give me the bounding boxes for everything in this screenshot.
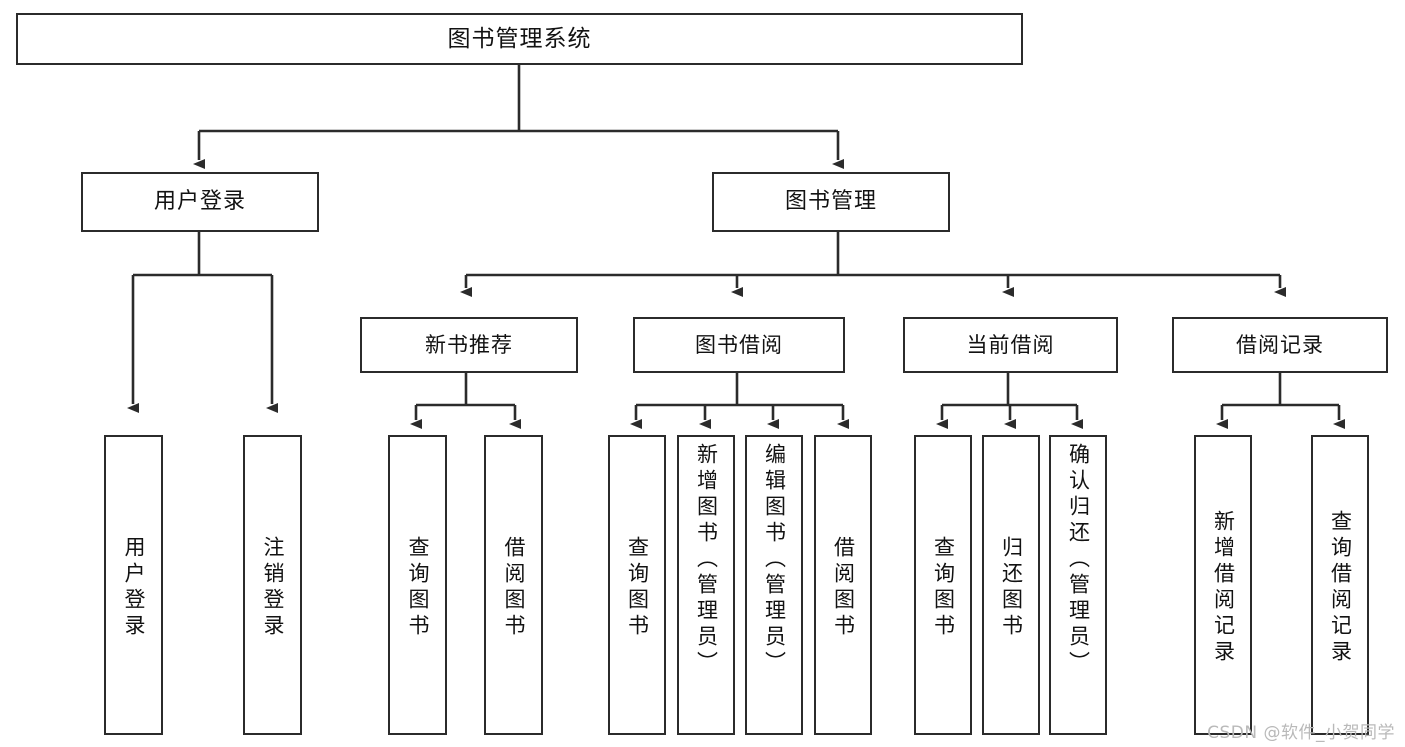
watermark: CSDN @软件_小贺同学 [1207,723,1395,743]
leaf-add-record-label: 新增借阅记录 [1211,510,1236,666]
leaf-query-book-1-label: 查询图书 [406,536,430,640]
node-current-borrow-label: 当前借阅 [966,332,1055,357]
leaf-query-record-label: 查询借阅记录 [1328,510,1353,666]
node-root[interactable]: 图书管理系统 [16,13,1023,65]
leaf-add-book[interactable]: 新增图书（管理员） [677,435,735,735]
leaf-return-book-label: 归还图书 [999,536,1024,640]
node-book-borrow[interactable]: 图书借阅 [633,317,845,373]
leaf-query-book-3-label: 查询图书 [931,536,956,640]
node-new-book-rec[interactable]: 新书推荐 [360,317,578,373]
leaf-query-book-2-label: 查询图书 [625,536,650,640]
node-borrow-record[interactable]: 借阅记录 [1172,317,1388,373]
leaf-confirm-return-label: 确认归还（管理员） [1066,443,1091,677]
leaf-user-login[interactable]: 用户登录 [104,435,163,735]
leaf-user-login-label: 用户登录 [122,536,146,640]
node-user-login-label: 用户登录 [153,189,246,215]
leaf-borrow-book-2-label: 借阅图书 [831,536,856,640]
leaf-add-book-label: 新增图书（管理员） [694,443,719,677]
node-book-manage-label: 图书管理 [784,189,877,215]
leaf-edit-book-label: 编辑图书（管理员） [762,443,787,677]
node-current-borrow[interactable]: 当前借阅 [903,317,1118,373]
leaf-user-logout-label: 注销登录 [261,536,285,640]
node-user-login[interactable]: 用户登录 [81,172,319,232]
leaf-add-record[interactable]: 新增借阅记录 [1194,435,1252,735]
node-book-manage[interactable]: 图书管理 [712,172,950,232]
node-new-book-rec-label: 新书推荐 [425,332,513,357]
leaf-return-book[interactable]: 归还图书 [982,435,1040,735]
leaf-borrow-book-1[interactable]: 借阅图书 [484,435,543,735]
leaf-query-book-1[interactable]: 查询图书 [388,435,447,735]
leaf-borrow-book-2[interactable]: 借阅图书 [814,435,872,735]
leaf-borrow-book-1-label: 借阅图书 [502,536,526,640]
leaf-confirm-return[interactable]: 确认归还（管理员） [1049,435,1107,735]
leaf-query-book-2[interactable]: 查询图书 [608,435,666,735]
leaf-edit-book[interactable]: 编辑图书（管理员） [745,435,803,735]
leaf-query-record[interactable]: 查询借阅记录 [1311,435,1369,735]
node-book-borrow-label: 图书借阅 [695,332,783,357]
node-root-label: 图书管理系统 [447,25,592,52]
leaf-user-logout[interactable]: 注销登录 [243,435,302,735]
node-borrow-record-label: 借阅记录 [1236,332,1324,357]
leaf-query-book-3[interactable]: 查询图书 [914,435,972,735]
